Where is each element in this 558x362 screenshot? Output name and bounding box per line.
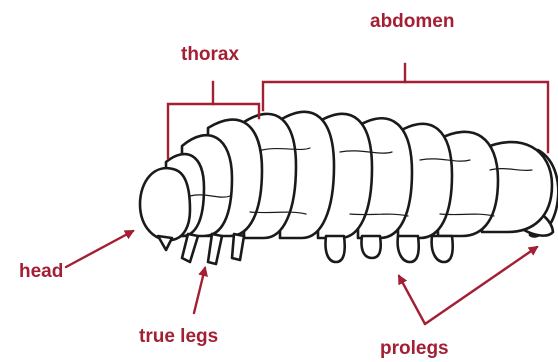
true-leg-1 [182, 234, 198, 262]
true-leg-2 [208, 234, 222, 264]
head-capsule [140, 168, 190, 240]
caterpillar-illustration [140, 112, 558, 264]
true-legs-label: true legs [139, 327, 218, 346]
true-legs-arrow [194, 268, 205, 313]
arrows [66, 231, 537, 324]
head-arrow [66, 231, 133, 267]
proleg-3 [398, 236, 419, 262]
proleg-2 [361, 236, 380, 258]
proleg-1 [325, 236, 344, 262]
thorax-label: thorax [181, 45, 239, 64]
head-label: head [19, 262, 63, 281]
abdomen-label: abdomen [370, 12, 454, 31]
mouthparts [158, 236, 172, 250]
prolegs-arrow-left [399, 276, 425, 324]
prolegs-label: prolegs [380, 339, 449, 358]
proleg-4 [432, 236, 453, 262]
true-leg-3 [232, 234, 244, 260]
